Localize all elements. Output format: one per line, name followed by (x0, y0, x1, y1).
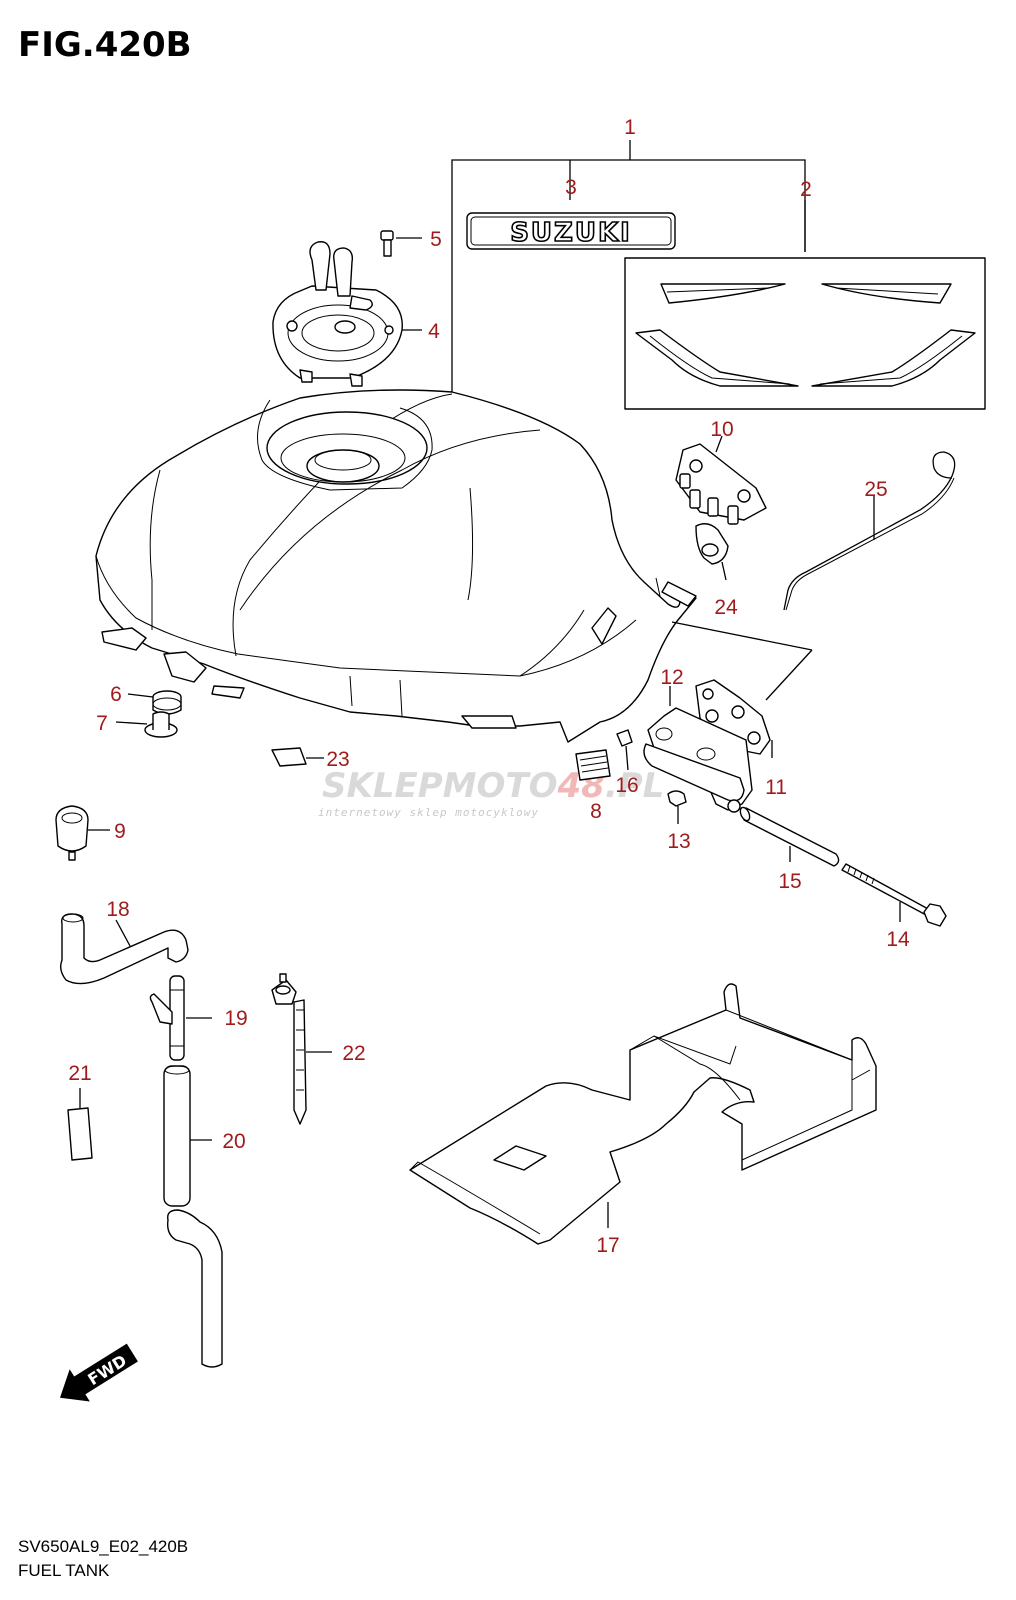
clip-13 (667, 790, 687, 807)
hose-20 (163, 1065, 223, 1368)
suzuki-logo-text: SUZUKI (510, 218, 632, 248)
callout-13: 13 (667, 830, 690, 853)
callout-22: 22 (342, 1042, 365, 1065)
watermark-brand-a: SKLEPMOTO (322, 766, 557, 806)
tee-joint-19 (149, 975, 212, 1061)
callout-3: 3 (565, 176, 577, 199)
watermark-brand-c: .PL (605, 766, 665, 806)
watermark-tagline: internetowy sklep motocyklowy (318, 806, 539, 819)
fwd-arrow: FWD (60, 1343, 138, 1402)
hose-18 (59, 913, 189, 985)
stripe-decal-lower-left (635, 329, 799, 387)
suzuki-emblem (466, 212, 676, 250)
tie-22 (271, 973, 332, 1125)
callout-1: 1 (624, 116, 636, 139)
tank-side-bracket (163, 651, 207, 683)
callout-8: 8 (590, 800, 602, 823)
callout-20: 20 (222, 1130, 245, 1153)
callout-14: 14 (886, 928, 910, 951)
callout-18: 18 (106, 898, 129, 921)
tank-front-bracket (101, 627, 147, 651)
callout-6: 6 (110, 683, 122, 706)
tag-21 (67, 1088, 93, 1161)
pad-8 (575, 749, 611, 781)
callout-21: 21 (68, 1062, 91, 1085)
fuel-tank (95, 389, 813, 743)
svg-text:SKLEPMOTO48.PL: SKLEPMOTO48.PL (322, 766, 664, 806)
stripe-decal-box (624, 257, 986, 410)
callout-12: 12 (660, 666, 683, 689)
prop-rod-25 (783, 451, 956, 611)
callout-19: 19 (224, 1007, 247, 1030)
nut-16 (616, 729, 633, 747)
callout-4: 4 (428, 320, 440, 343)
callout-25: 25 (864, 478, 887, 501)
bracket-10-assembly (675, 435, 767, 581)
callout-16: 16 (615, 774, 638, 797)
figure-title: FIG.420B (18, 25, 192, 65)
callout-17: 17 (596, 1234, 619, 1257)
tray-17 (409, 983, 877, 1245)
callout-11: 11 (765, 776, 787, 799)
callout-9: 9 (114, 820, 126, 843)
collar-bolt (739, 806, 947, 927)
cap-key (309, 241, 331, 291)
figure-code: SV650AL9_E02_420B (18, 1537, 188, 1556)
fuel-cap (272, 285, 403, 379)
cushion-9 (55, 805, 110, 861)
emblem-set: SUZUKI (451, 140, 986, 410)
callout-2: 2 (800, 178, 812, 201)
watermark: SKLEPMOTO48.PL internetowy sklep motocyk… (318, 766, 664, 819)
callout-5: 5 (430, 228, 442, 251)
callout-labels: 1 2 3 4 5 6 7 8 9 10 11 12 13 14 15 16 1… (68, 116, 910, 1257)
callout-23: 23 (326, 748, 349, 771)
figure-name: FUEL TANK (18, 1561, 110, 1580)
pad-23 (271, 747, 307, 767)
tank-mount-rubbers (115, 690, 182, 738)
rear-bracket-assembly (575, 679, 773, 824)
callout-24: 24 (714, 596, 738, 619)
stripe-decal-lower-right (811, 329, 976, 387)
callout-7: 7 (96, 712, 108, 735)
bolt-5 (380, 230, 394, 241)
callout-10: 10 (710, 418, 733, 441)
fuel-cap-assembly (272, 230, 422, 387)
collar-15 (743, 807, 840, 867)
callout-15: 15 (778, 870, 801, 893)
